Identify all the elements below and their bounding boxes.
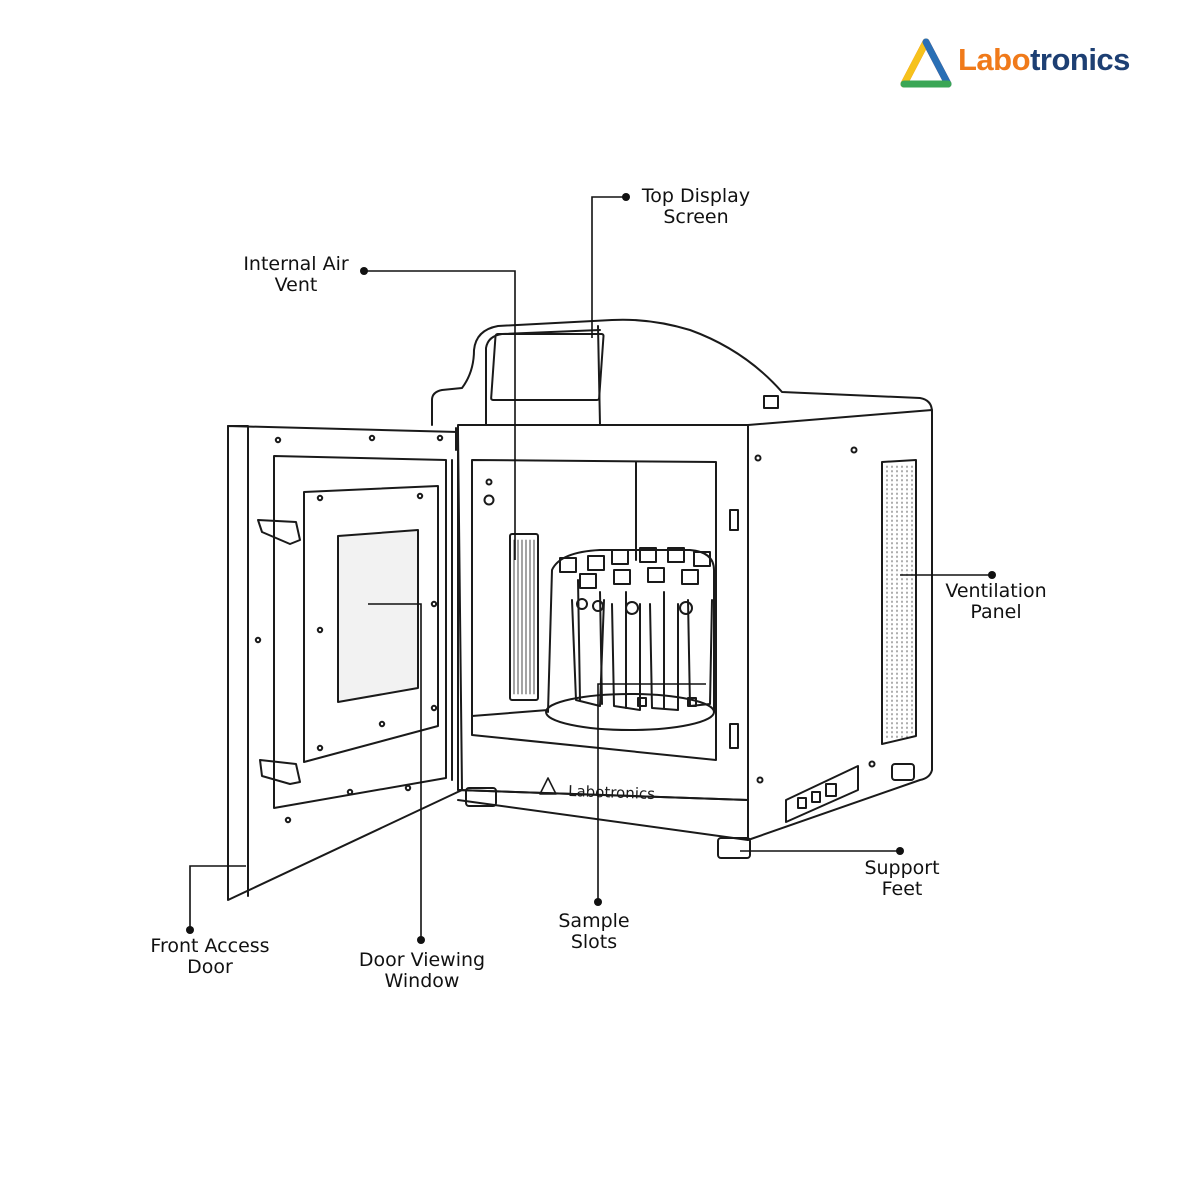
triangle-logo-icon: [900, 38, 952, 88]
leader-internal-vent: [364, 270, 516, 560]
front-brand-label: Labotronics: [568, 782, 656, 803]
support-foot: [465, 787, 497, 807]
cabinet-bottom-front: [457, 789, 749, 841]
brand-name-part1: Labo: [958, 42, 1031, 77]
display-screen: [490, 333, 605, 401]
top-housing-inner: [485, 329, 601, 426]
callout-line: Slots: [570, 931, 618, 953]
callout-line: Feet: [881, 878, 923, 900]
callout-line: Door: [187, 956, 233, 978]
callout-door-viewing-window: Door Viewing Window: [346, 950, 498, 992]
callout-line: Vent: [274, 274, 318, 296]
rear-port-panel: [785, 765, 859, 823]
internal-air-vent: [509, 533, 539, 701]
callout-line: Support: [864, 857, 940, 879]
callout-support-feet: Support Feet: [850, 858, 954, 900]
top-housing-ridge: [597, 325, 601, 426]
callout-line: Front Access: [150, 935, 270, 957]
leader-dots: [186, 193, 996, 944]
callout-sample-slots: Sample Slots: [544, 911, 644, 953]
brand-logo: Labotronics: [900, 36, 1160, 92]
callout-line: Ventilation: [945, 580, 1047, 602]
rotor-tubes: [559, 547, 713, 711]
callout-top-display-screen: Top Display Screen: [628, 186, 764, 228]
leader-top-display: [591, 196, 626, 338]
door-screws: [254, 434, 444, 824]
top-small-button: [763, 395, 779, 409]
interior-opening: [471, 459, 717, 761]
cabinet-side: [747, 409, 933, 841]
front-brand-triangle-icon: [539, 777, 557, 795]
callout-ventilation-panel: Ventilation Panel: [932, 581, 1060, 623]
ventilation-panel: [881, 459, 917, 745]
door-window-frame: [303, 485, 439, 763]
leader-door-window: [368, 603, 422, 940]
callout-front-access-door: Front Access Door: [134, 936, 286, 978]
callout-line: Sample: [558, 910, 630, 932]
leader-lines: [189, 196, 992, 940]
leader-front-door: [189, 865, 246, 930]
support-foot: [717, 837, 751, 859]
top-housing: [431, 318, 933, 426]
callout-line: Door Viewing: [358, 949, 486, 971]
callout-line: Internal Air: [243, 253, 349, 275]
callout-line: Window: [384, 970, 460, 992]
front-access-door: [227, 425, 463, 901]
callout-line: Panel: [970, 601, 1022, 623]
rotor-body: [547, 549, 715, 713]
leader-sample-slots: [597, 683, 706, 902]
callout-internal-air-vent: Internal Air Vent: [226, 254, 366, 296]
callout-line: Top Display: [641, 185, 751, 207]
callout-line: Screen: [663, 206, 729, 228]
support-foot: [891, 763, 915, 781]
brand-name: Labotronics: [958, 42, 1130, 78]
door-window-glass: [337, 529, 419, 703]
door-inner-panel: [273, 455, 447, 809]
brand-name-part2: tronics: [1030, 42, 1130, 77]
